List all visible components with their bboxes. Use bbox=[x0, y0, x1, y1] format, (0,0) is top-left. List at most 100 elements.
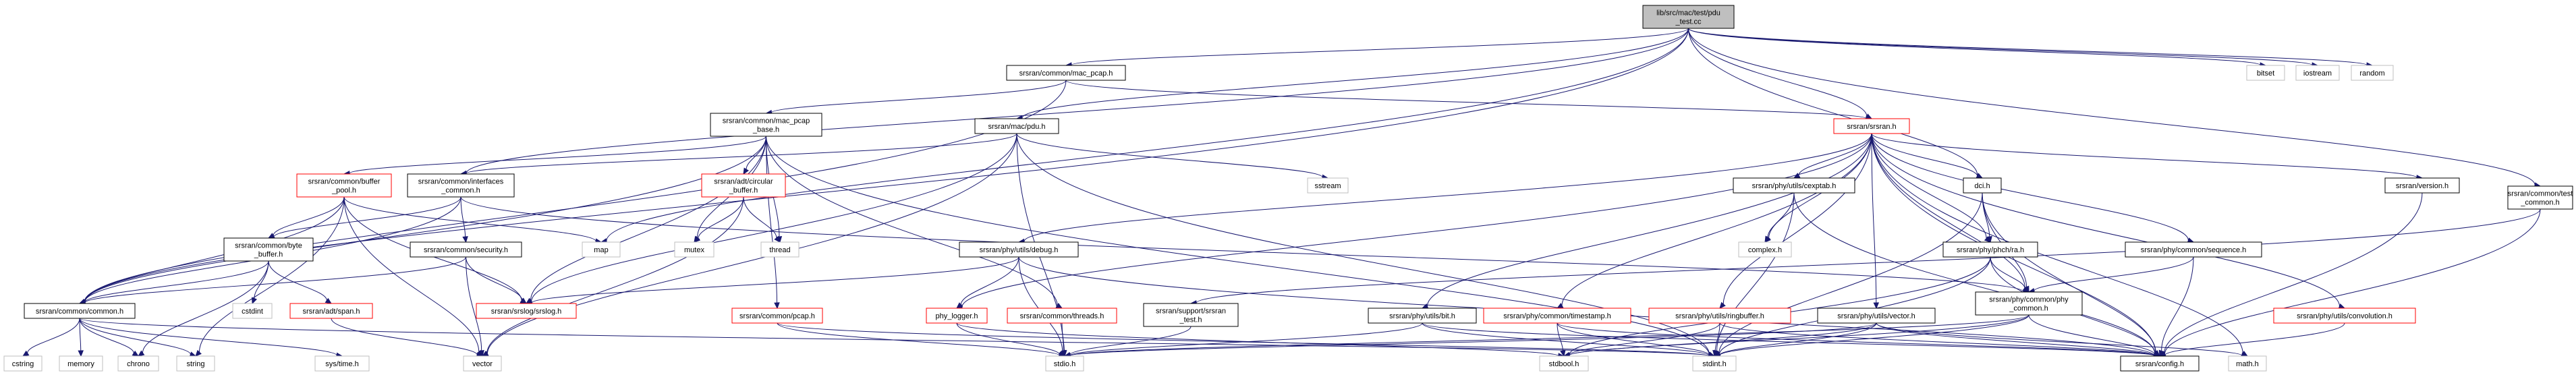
edge-root-to-interfaces_common bbox=[466, 28, 1689, 174]
edge-cexptab-to-config bbox=[1793, 192, 2156, 354]
node-srsran_h[interactable]: srsran/srsran.h bbox=[1833, 118, 1910, 134]
node-ra[interactable]: srsran/phy/phch/ra.h bbox=[1942, 241, 2038, 258]
node-label-math: math.h bbox=[2236, 360, 2259, 368]
node-label-span: srsran/adt/span.h bbox=[303, 308, 360, 316]
node-stdbool: stdbool.h bbox=[1539, 355, 1589, 372]
node-security[interactable]: srsran/common/security.h bbox=[410, 241, 522, 258]
edge-mac_pcap_base-to-pcap bbox=[766, 136, 777, 303]
node-label-mac_pcap: srsran/common/mac_pcap.h bbox=[1019, 69, 1113, 78]
node-srsran_test[interactable]: srsran/support/srsran_test.h bbox=[1143, 303, 1239, 327]
node-debug[interactable]: srsran/phy/utils/debug.h bbox=[959, 241, 1079, 258]
node-buffer_pool[interactable]: srsran/common/buffer_pool.h bbox=[296, 173, 392, 198]
edge-srsran_h-to-version bbox=[1871, 133, 2417, 178]
node-ringbuffer[interactable]: srsran/phy/utils/ringbuffer.h bbox=[1648, 308, 1791, 324]
node-config[interactable]: srsran/config.h bbox=[2120, 355, 2200, 372]
node-label-thread: thread bbox=[769, 246, 790, 254]
node-label-sys_time: sys/time.h bbox=[325, 360, 359, 368]
node-vector_h[interactable]: srsran/phy/utils/vector.h bbox=[1817, 308, 1936, 324]
edge-mac_pdu-to-interfaces_common bbox=[466, 133, 1017, 174]
node-label-vector_h: srsran/phy/utils/vector.h bbox=[1837, 312, 1915, 320]
edge-vector_h-to-config bbox=[1876, 322, 2155, 356]
node-label-byte_buffer: _buffer.h bbox=[254, 251, 283, 259]
node-label-pcap: srsran/common/pcap.h bbox=[739, 312, 815, 320]
arrowhead-dci-to-ra bbox=[1986, 235, 1992, 243]
node-circular_buffer[interactable]: srsran/adt/circular_buffer.h bbox=[701, 173, 786, 198]
edge-root-to-mac_pdu bbox=[1021, 28, 1689, 119]
arrowhead-buffer_pool-to-string bbox=[195, 349, 202, 357]
node-label-interfaces_common: srsran/common/interfaces bbox=[418, 178, 504, 186]
node-test_common[interactable]: srsran/common/test_common.h bbox=[2507, 185, 2573, 210]
edge-srsran_h-to-config bbox=[1871, 133, 2156, 353]
edge-srsran_h-to-math bbox=[1871, 133, 2243, 353]
arrowhead-common_h-to-memory bbox=[78, 350, 84, 357]
edge-bit-to-stdint bbox=[1422, 322, 1710, 356]
node-label-mac_pdu: srsran/mac/pdu.h bbox=[988, 123, 1046, 131]
node-span[interactable]: srsran/adt/span.h bbox=[289, 303, 373, 319]
node-label-sstream: sstream bbox=[1314, 182, 1341, 190]
node-cstring: cstring bbox=[3, 355, 43, 372]
node-version[interactable]: srsran/version.h bbox=[2384, 177, 2460, 194]
node-label-cstring: cstring bbox=[12, 360, 34, 368]
node-box-map bbox=[582, 241, 621, 258]
node-box-convolution bbox=[2273, 308, 2416, 324]
node-dci[interactable]: dci.h bbox=[1963, 177, 2002, 194]
node-convolution[interactable]: srsran/phy/utils/convolution.h bbox=[2273, 308, 2416, 324]
edge-srsran_h-to-convolution bbox=[1871, 133, 2340, 307]
arrowhead-circular_buffer-to-vector bbox=[481, 350, 489, 357]
edge-common_h-to-cstring bbox=[27, 318, 80, 353]
node-byte_buffer[interactable]: srsran/common/byte_buffer.h bbox=[223, 237, 314, 262]
node-mac_pdu[interactable]: srsran/mac/pdu.h bbox=[974, 118, 1059, 134]
edge-phy_common-to-stdint bbox=[1719, 314, 2029, 356]
node-chrono: chrono bbox=[117, 355, 159, 372]
edge-buffer_pool-to-common_h bbox=[84, 196, 345, 302]
node-box-stdbool bbox=[1539, 355, 1589, 372]
arrowhead-srsran_h-to-vector_h bbox=[1873, 302, 1880, 310]
edge-root-to-mac_pcap bbox=[1071, 28, 1689, 65]
node-root[interactable]: lib/src/mac/test/pdu_test.cc bbox=[1642, 5, 1735, 29]
edge-mac_pdu-to-sstream bbox=[1016, 133, 1323, 178]
node-box-sys_time bbox=[314, 355, 370, 372]
node-box-security bbox=[410, 241, 522, 258]
node-threads[interactable]: srsran/common/threads.h bbox=[1007, 308, 1117, 324]
edge-security-to-srslog bbox=[466, 256, 523, 301]
node-box-complex bbox=[1738, 241, 1792, 258]
edge-srsran_h-to-timestamp bbox=[1561, 133, 1872, 306]
node-pcap[interactable]: srsran/common/pcap.h bbox=[731, 308, 823, 324]
node-timestamp[interactable]: srsran/phy/common/timestamp.h bbox=[1483, 308, 1631, 324]
node-box-mac_pdu bbox=[974, 118, 1059, 134]
node-box-test_common bbox=[2507, 185, 2573, 210]
node-interfaces_common[interactable]: srsran/common/interfaces_common.h bbox=[407, 173, 515, 198]
node-cexptab[interactable]: srsran/phy/utils/cexptab.h bbox=[1733, 177, 1855, 194]
edge-bit-to-stdio bbox=[1069, 322, 1423, 356]
node-phy_logger[interactable]: phy_logger.h bbox=[926, 308, 988, 324]
node-phy_common[interactable]: srsran/phy/common/phy_common.h bbox=[1975, 291, 2083, 316]
edge-interfaces_common-to-security bbox=[460, 196, 466, 237]
node-label-srsran_test: srsran/support/srsran bbox=[1156, 308, 1226, 316]
node-sequence[interactable]: srsran/phy/common/sequence.h bbox=[2125, 241, 2262, 258]
edge-mac_pdu-to-srslog bbox=[531, 133, 1017, 302]
node-bit[interactable]: srsran/phy/utils/bit.h bbox=[1368, 308, 1477, 324]
node-label-common_h: srsran/common/common.h bbox=[36, 308, 123, 316]
node-label-stdint: stdint.h bbox=[1702, 360, 1726, 368]
node-box-threads bbox=[1007, 308, 1117, 324]
node-label-dci: dci.h bbox=[1974, 182, 1990, 190]
node-box-dci bbox=[1963, 177, 2002, 194]
node-mac_pcap[interactable]: srsran/common/mac_pcap.h bbox=[1006, 65, 1126, 81]
edge-test_common-to-srsran_test bbox=[1196, 208, 2541, 303]
node-label-root: lib/src/mac/test/pdu bbox=[1656, 9, 1720, 18]
node-random: random bbox=[2351, 65, 2394, 81]
arrowhead-circular_buffer-to-mutex bbox=[694, 236, 701, 243]
edge-buffer_pool-to-map bbox=[343, 196, 596, 242]
node-srslog[interactable]: srsran/srslog/srslog.h bbox=[476, 303, 577, 319]
node-sys_time: sys/time.h bbox=[314, 355, 370, 372]
node-label-test_common: _common.h bbox=[2520, 199, 2559, 207]
node-common_h[interactable]: srsran/common/common.h bbox=[24, 303, 136, 319]
edge-byte_buffer-to-span bbox=[268, 260, 327, 301]
edge-dci-to-stdint bbox=[1718, 192, 1983, 353]
node-mac_pcap_base[interactable]: srsran/common/mac_pcap_base.h bbox=[710, 113, 822, 137]
node-box-mac_pcap bbox=[1006, 65, 1126, 81]
edge-byte_buffer-to-chrono bbox=[142, 260, 269, 353]
node-box-srsran_h bbox=[1833, 118, 1910, 134]
node-box-debug bbox=[959, 241, 1079, 258]
node-box-version bbox=[2384, 177, 2460, 194]
